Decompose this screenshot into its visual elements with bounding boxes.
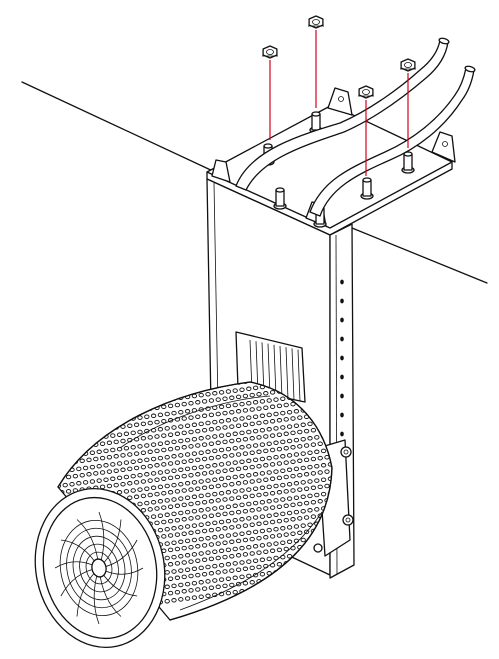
strap-hole xyxy=(340,336,344,342)
hex-nut xyxy=(308,15,324,29)
hex-nut xyxy=(400,58,416,72)
fastener xyxy=(400,58,416,148)
strap-hole xyxy=(340,374,344,380)
strap-hole xyxy=(340,393,344,399)
strap-hole xyxy=(340,355,344,361)
hex-nut xyxy=(358,85,374,99)
ceiling-edge xyxy=(21,81,488,284)
hex-nut xyxy=(262,45,278,59)
guard-ring xyxy=(66,527,132,609)
conduit-tubes xyxy=(235,37,476,217)
strap-hole xyxy=(340,298,344,304)
fasteners xyxy=(262,15,416,176)
fastener xyxy=(358,85,374,176)
fan-hub xyxy=(91,558,107,578)
fastener xyxy=(308,15,324,108)
guard-ring xyxy=(72,535,126,601)
guard-ring xyxy=(85,551,113,585)
pivot-bolt-lower xyxy=(342,514,354,526)
strap-holes xyxy=(340,279,344,437)
mounting-stud xyxy=(401,151,415,174)
guard-ring xyxy=(59,519,139,617)
heater-body xyxy=(34,381,333,649)
strap-hole xyxy=(340,279,344,285)
mounting-stud xyxy=(360,177,374,200)
strap-hole xyxy=(340,431,344,437)
strap-hole xyxy=(340,412,344,418)
strap-hole xyxy=(340,317,344,323)
fastener xyxy=(262,45,278,140)
pivot-bolt-upper xyxy=(340,446,352,458)
mounting-stud xyxy=(273,187,287,210)
